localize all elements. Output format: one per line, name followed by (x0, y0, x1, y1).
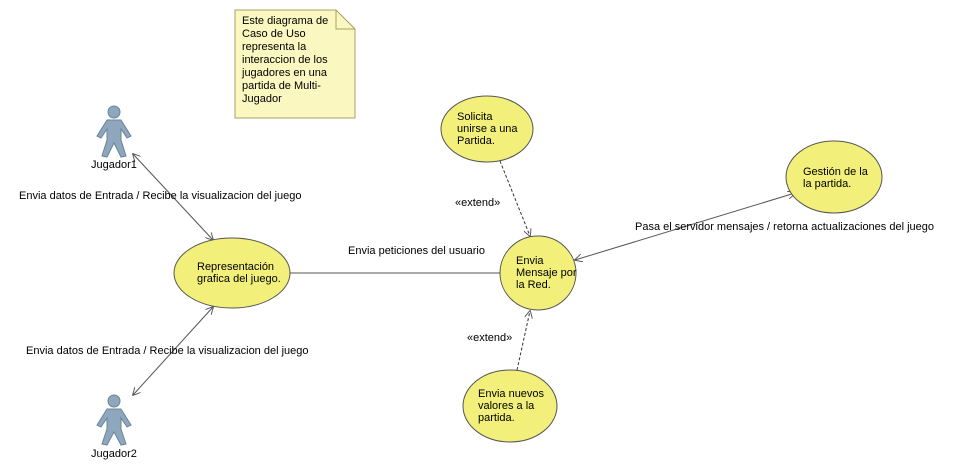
usecase-envia-nuevos-label: Envia nuevos valores a la partida. (478, 388, 545, 424)
extend-top-label: «extend» (455, 197, 501, 209)
association-jugador1-representacion (133, 154, 213, 240)
usecase-envia-mensaje[interactable] (499, 235, 577, 311)
usecase-representacion-grafica[interactable] (173, 237, 291, 309)
actor-jugador2-icon[interactable] (96, 394, 132, 446)
usecase-gestion-label: Gestión de la la partida. (803, 166, 868, 190)
usecase-solicita-unirse[interactable] (440, 95, 534, 163)
association-servidor-label: Pasa el servidor mensajes / retorna actu… (635, 221, 934, 233)
actor-jugador1-label: Jugador1 (91, 159, 137, 171)
association-jugador2-label: Envia datos de Entrada / Recibe la visua… (26, 345, 309, 357)
association-envia-mensaje-gestion (575, 193, 795, 260)
extend-bottom-label: «extend» (467, 332, 513, 344)
association-peticiones-label: Envia peticiones del usuario (348, 245, 485, 257)
diagram-note (234, 9, 356, 119)
usecase-solicita-label: Solicita unirse a una Partida. (457, 111, 518, 147)
usecase-gestion-partida[interactable] (785, 140, 883, 214)
usecase-envia-nuevos-valores[interactable] (462, 369, 558, 443)
association-jugador2-representacion (133, 307, 213, 395)
extend-envia-nuevos-envia-mensaje (516, 311, 530, 371)
usecase-representacion-label: Representación grafica del juego. (197, 261, 281, 285)
association-jugador1-label: Envia datos de Entrada / Recibe la visua… (19, 190, 302, 202)
note-fold (335, 10, 355, 30)
actor-jugador1-icon[interactable] (96, 105, 132, 158)
usecase-envia-mensaje-label: Envia Mensaje por la Red. (516, 255, 577, 291)
extend-solicita-envia-mensaje (499, 160, 530, 236)
actor-jugador2-label: Jugador2 (91, 448, 137, 460)
note-text: Este diagrama de Caso de Uso representa … (242, 15, 329, 105)
